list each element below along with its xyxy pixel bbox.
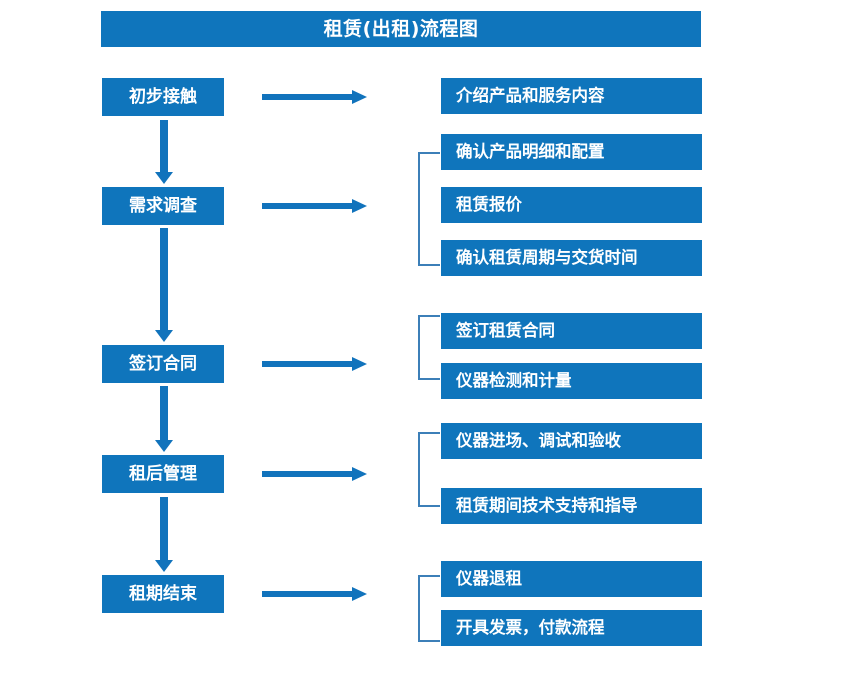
detail-label-5: 签订租赁合同 [456, 320, 555, 340]
arrow-shaft [160, 497, 168, 560]
detail-box-8[interactable]: 租赁期间技术支持和指导 [441, 488, 702, 524]
next-stage-arrow-1 [155, 120, 173, 184]
detail-label-4: 确认租赁周期与交货时间 [456, 247, 638, 267]
stage-label-4: 租后管理 [129, 463, 197, 484]
detail-label-6: 仪器检测和计量 [456, 370, 572, 390]
bracket-stub-bottom [418, 640, 440, 642]
points-to-details-arrow-4 [262, 465, 368, 483]
points-to-details-arrow-1 [262, 88, 368, 106]
bracket-stub-top [418, 432, 440, 434]
detail-box-9[interactable]: 仪器退租 [441, 561, 702, 597]
bracket-stub-top [418, 315, 440, 317]
points-to-details-arrow-3 [262, 355, 368, 373]
arrow-shaft [262, 94, 354, 100]
detail-label-10: 开具发票，付款流程 [456, 617, 605, 637]
detail-box-6[interactable]: 仪器检测和计量 [441, 363, 702, 399]
bracket-spine [418, 575, 420, 642]
stage-box-5[interactable]: 租期结束 [102, 575, 224, 613]
points-to-details-arrow-5 [262, 585, 368, 603]
next-stage-arrow-3 [155, 386, 173, 452]
detail-label-3: 租赁报价 [456, 194, 522, 214]
stage-box-3[interactable]: 签订合同 [102, 345, 224, 383]
group-bracket-1 [418, 152, 440, 266]
detail-label-1: 介绍产品和服务内容 [456, 85, 605, 105]
detail-box-7[interactable]: 仪器进场、调试和验收 [441, 423, 702, 459]
arrow-shaft [262, 203, 354, 209]
stage-box-2[interactable]: 需求调查 [102, 187, 224, 225]
detail-label-2: 确认产品明细和配置 [456, 141, 605, 161]
detail-box-10[interactable]: 开具发票，付款流程 [441, 610, 702, 646]
bracket-stub-top [418, 575, 440, 577]
bracket-stub-bottom [418, 505, 440, 507]
stage-label-3: 签订合同 [129, 353, 197, 374]
bracket-stub-bottom [418, 378, 440, 380]
stage-label-5: 租期结束 [129, 583, 197, 604]
detail-box-2[interactable]: 确认产品明细和配置 [441, 134, 702, 170]
stage-label-1: 初步接触 [129, 86, 197, 107]
group-bracket-4 [418, 575, 440, 642]
bracket-spine [418, 432, 420, 507]
diagram-title-bar: 租赁(出租)流程图 [101, 11, 701, 47]
arrow-head-right-icon [352, 199, 367, 213]
arrow-head-right-icon [352, 467, 367, 481]
detail-label-9: 仪器退租 [456, 568, 522, 588]
next-stage-arrow-4 [155, 497, 173, 572]
bracket-spine [418, 152, 420, 266]
detail-label-7: 仪器进场、调试和验收 [456, 430, 621, 450]
arrow-head-right-icon [352, 587, 367, 601]
stage-box-1[interactable]: 初步接触 [102, 78, 224, 116]
arrow-head-right-icon [352, 90, 367, 104]
arrow-shaft [262, 591, 354, 597]
arrow-head-down-icon [155, 560, 173, 572]
bracket-stub-top [418, 152, 440, 154]
bracket-spine [418, 315, 420, 380]
arrow-shaft [160, 228, 168, 330]
arrow-head-down-icon [155, 330, 173, 342]
arrow-head-down-icon [155, 440, 173, 452]
page-title: 租赁(出租)流程图 [323, 17, 479, 40]
arrow-shaft [160, 120, 168, 172]
arrow-head-down-icon [155, 172, 173, 184]
detail-box-1[interactable]: 介绍产品和服务内容 [441, 78, 702, 114]
arrow-shaft [262, 471, 354, 477]
next-stage-arrow-2 [155, 228, 173, 342]
bracket-stub-bottom [418, 264, 440, 266]
stage-label-2: 需求调查 [129, 195, 197, 216]
arrow-shaft [262, 361, 354, 367]
arrow-head-right-icon [352, 357, 367, 371]
points-to-details-arrow-2 [262, 197, 368, 215]
detail-label-8: 租赁期间技术支持和指导 [456, 495, 638, 515]
detail-box-4[interactable]: 确认租赁周期与交货时间 [441, 240, 702, 276]
stage-box-4[interactable]: 租后管理 [102, 455, 224, 493]
group-bracket-3 [418, 432, 440, 507]
group-bracket-2 [418, 315, 440, 380]
detail-box-5[interactable]: 签订租赁合同 [441, 313, 702, 349]
arrow-shaft [160, 386, 168, 440]
detail-box-3[interactable]: 租赁报价 [441, 187, 702, 223]
